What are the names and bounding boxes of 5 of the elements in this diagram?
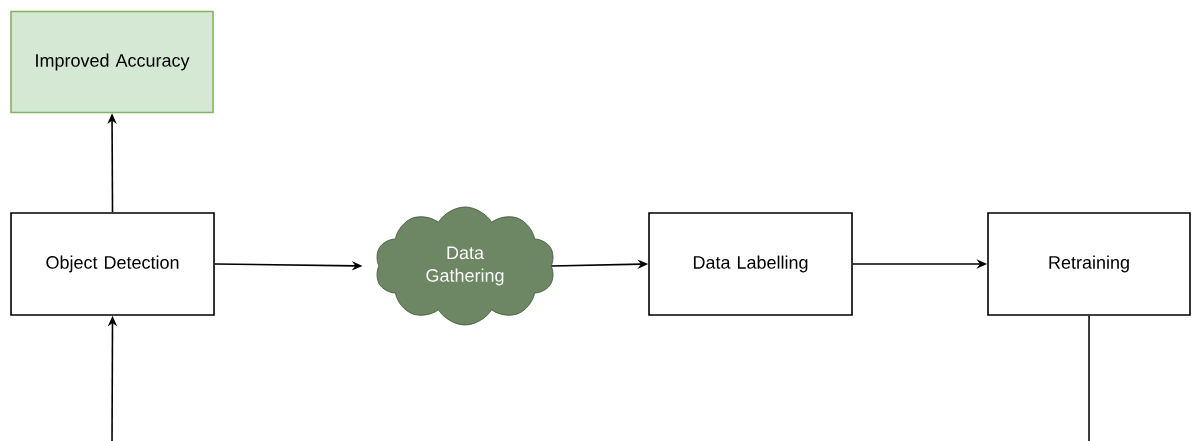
process-box: Data Labelling [648,212,853,316]
process-box: Retraining [987,212,1191,316]
result-box: Improved Accuracy [10,10,214,114]
process-cloud: Data Gathering [376,206,554,326]
process-box: Object Detection [10,212,215,316]
